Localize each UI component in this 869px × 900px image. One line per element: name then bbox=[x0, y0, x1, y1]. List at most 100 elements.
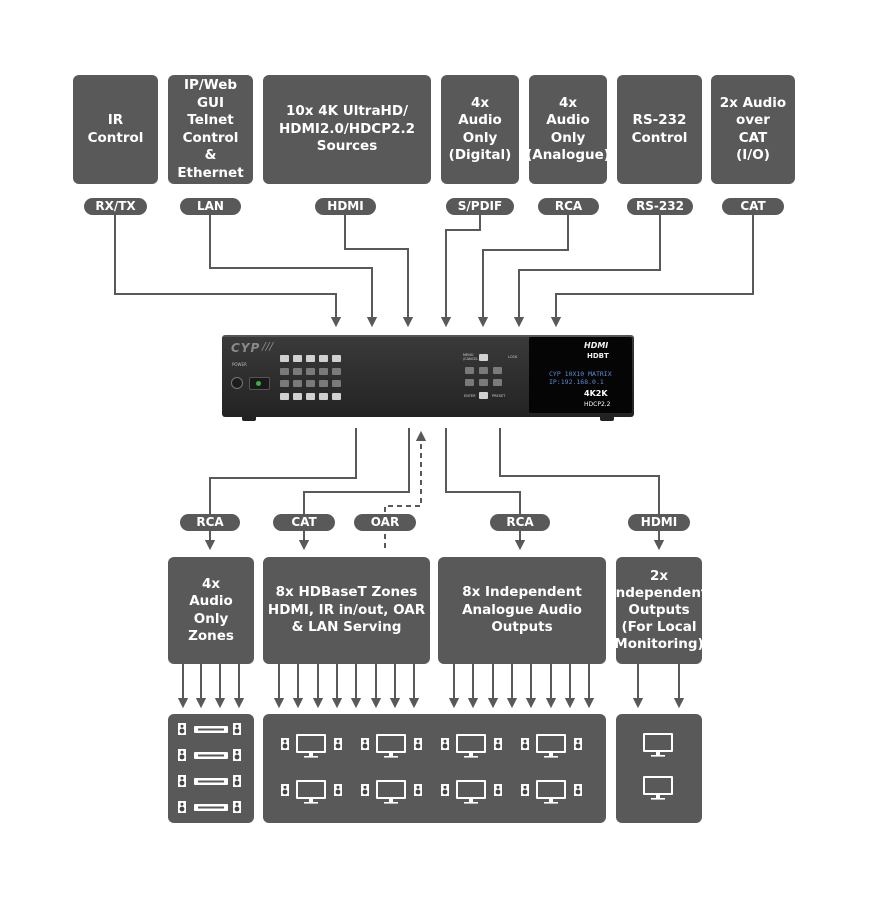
port-pill-cat-out: CAT bbox=[273, 514, 335, 531]
speaker-icon bbox=[441, 738, 449, 750]
key-button[interactable] bbox=[293, 355, 302, 362]
port-pill-rca-in: RCA bbox=[538, 198, 599, 215]
key-button[interactable] bbox=[319, 393, 328, 400]
hdmi-logo: HDMI bbox=[584, 341, 609, 350]
input-button[interactable] bbox=[332, 368, 341, 375]
nav-button[interactable] bbox=[493, 367, 502, 374]
output-button[interactable] bbox=[332, 380, 341, 387]
connector-hdmi-in bbox=[344, 214, 414, 328]
input-box-analogue-audio: 4x Audio Only (Analogue) bbox=[529, 75, 607, 184]
power-button[interactable] bbox=[231, 377, 243, 389]
key-button[interactable] bbox=[332, 355, 341, 362]
input-box-digital-audio: 4x Audio Only (Digital) bbox=[441, 75, 519, 184]
input-button[interactable] bbox=[319, 368, 328, 375]
device-foot bbox=[600, 415, 614, 421]
speaker-icon bbox=[414, 784, 422, 796]
4k2k-badge: 4K2K bbox=[584, 389, 608, 398]
zone-group bbox=[441, 734, 502, 758]
port-pill-hdmi-out: HDMI bbox=[628, 514, 690, 531]
output-button[interactable] bbox=[280, 380, 289, 387]
input-box-hdmi-sources: 10x 4K UltraHD/ HDMI2.0/HDCP2.2 Sources bbox=[263, 75, 431, 184]
key-button[interactable] bbox=[306, 393, 315, 400]
output-box-local-monitoring: 2x Independent Outputs (For Local Monito… bbox=[616, 557, 702, 664]
local-monitor-panel bbox=[616, 714, 702, 823]
amplifier-icon bbox=[194, 804, 228, 811]
brand-slash-icon: /// bbox=[262, 340, 274, 353]
input-box-ip: IP/Web GUI Telnet Control & Ethernet bbox=[168, 75, 253, 184]
zone-group bbox=[521, 780, 582, 804]
connector-ir bbox=[114, 214, 342, 328]
zone-group bbox=[281, 734, 342, 758]
zone-arrows bbox=[177, 664, 685, 709]
input-button[interactable] bbox=[280, 368, 289, 375]
key-button[interactable] bbox=[280, 355, 289, 362]
port-pill-spdif: S/PDIF bbox=[446, 198, 514, 215]
output-button[interactable] bbox=[319, 380, 328, 387]
output-button[interactable] bbox=[306, 380, 315, 387]
input-button[interactable] bbox=[306, 368, 315, 375]
enter-key[interactable] bbox=[479, 392, 488, 399]
key-button[interactable] bbox=[280, 393, 289, 400]
nav-button[interactable] bbox=[465, 379, 474, 386]
output-box-analogue-out: 8x Independent Analogue Audio Outputs bbox=[438, 557, 606, 664]
nav-button[interactable] bbox=[465, 367, 474, 374]
speaker-icon bbox=[281, 784, 289, 796]
zone-group bbox=[521, 734, 582, 758]
output-button[interactable] bbox=[293, 380, 302, 387]
preset-label: PRESET bbox=[492, 394, 506, 398]
nav-button[interactable] bbox=[493, 379, 502, 386]
menu-label: MENU /CANCEL bbox=[463, 353, 479, 361]
monitor-icon bbox=[456, 780, 486, 804]
monitor-icon bbox=[296, 734, 326, 758]
nav-button[interactable] bbox=[479, 379, 488, 386]
speaker-icon bbox=[361, 738, 369, 750]
speaker-icon bbox=[334, 738, 342, 750]
speaker-icon bbox=[494, 738, 502, 750]
key-button[interactable] bbox=[319, 355, 328, 362]
speaker-icon bbox=[178, 749, 186, 761]
port-pill-rca-out-2: RCA bbox=[490, 514, 550, 531]
speaker-icon bbox=[574, 784, 582, 796]
enter-label: ENTER bbox=[464, 394, 476, 398]
monitor-icon bbox=[536, 780, 566, 804]
speaker-icon bbox=[521, 738, 529, 750]
monitor-icon bbox=[456, 734, 486, 758]
device-foot bbox=[242, 415, 256, 421]
amplifier-zone-row bbox=[178, 723, 241, 735]
key-button[interactable] bbox=[306, 355, 315, 362]
key-button[interactable] bbox=[293, 393, 302, 400]
connector-cat-in bbox=[550, 214, 754, 328]
hdbaset-zone-panel bbox=[263, 714, 606, 823]
speaker-icon bbox=[178, 723, 186, 735]
speaker-icon bbox=[233, 749, 241, 761]
connector-lan bbox=[209, 214, 378, 328]
speaker-icon bbox=[414, 738, 422, 750]
ir-window bbox=[249, 377, 270, 390]
output-box-hdbaset: 8x HDBaseT Zones HDMI, IR in/out, OAR & … bbox=[263, 557, 430, 664]
amplifier-zone-row bbox=[178, 749, 241, 761]
monitor-icon bbox=[376, 780, 406, 804]
connector-hdmi-out bbox=[499, 428, 665, 551]
amplifier-zone-row bbox=[178, 775, 241, 787]
lcd-line-2: IP:192.168.0.1 bbox=[549, 378, 604, 386]
input-button[interactable] bbox=[293, 368, 302, 375]
lock-label: LOCK bbox=[508, 355, 518, 359]
nav-button[interactable] bbox=[479, 367, 488, 374]
amplifier-icon bbox=[194, 726, 228, 733]
speaker-icon bbox=[441, 784, 449, 796]
port-pill-rs232: RS-232 bbox=[627, 198, 693, 215]
port-pill-cat-in: CAT bbox=[722, 198, 784, 215]
output-box-audio-zones: 4x Audio Only Zones bbox=[168, 557, 254, 664]
port-pill-oar: OAR bbox=[354, 514, 416, 531]
speaker-icon bbox=[233, 723, 241, 735]
monitor-icon bbox=[536, 734, 566, 758]
menu-key[interactable] bbox=[479, 354, 488, 361]
zone-group bbox=[361, 734, 422, 758]
key-button[interactable] bbox=[332, 393, 341, 400]
speaker-icon bbox=[178, 801, 186, 813]
speaker-icon bbox=[521, 784, 529, 796]
power-led-icon bbox=[256, 381, 261, 386]
connector-rca-in bbox=[477, 214, 569, 328]
